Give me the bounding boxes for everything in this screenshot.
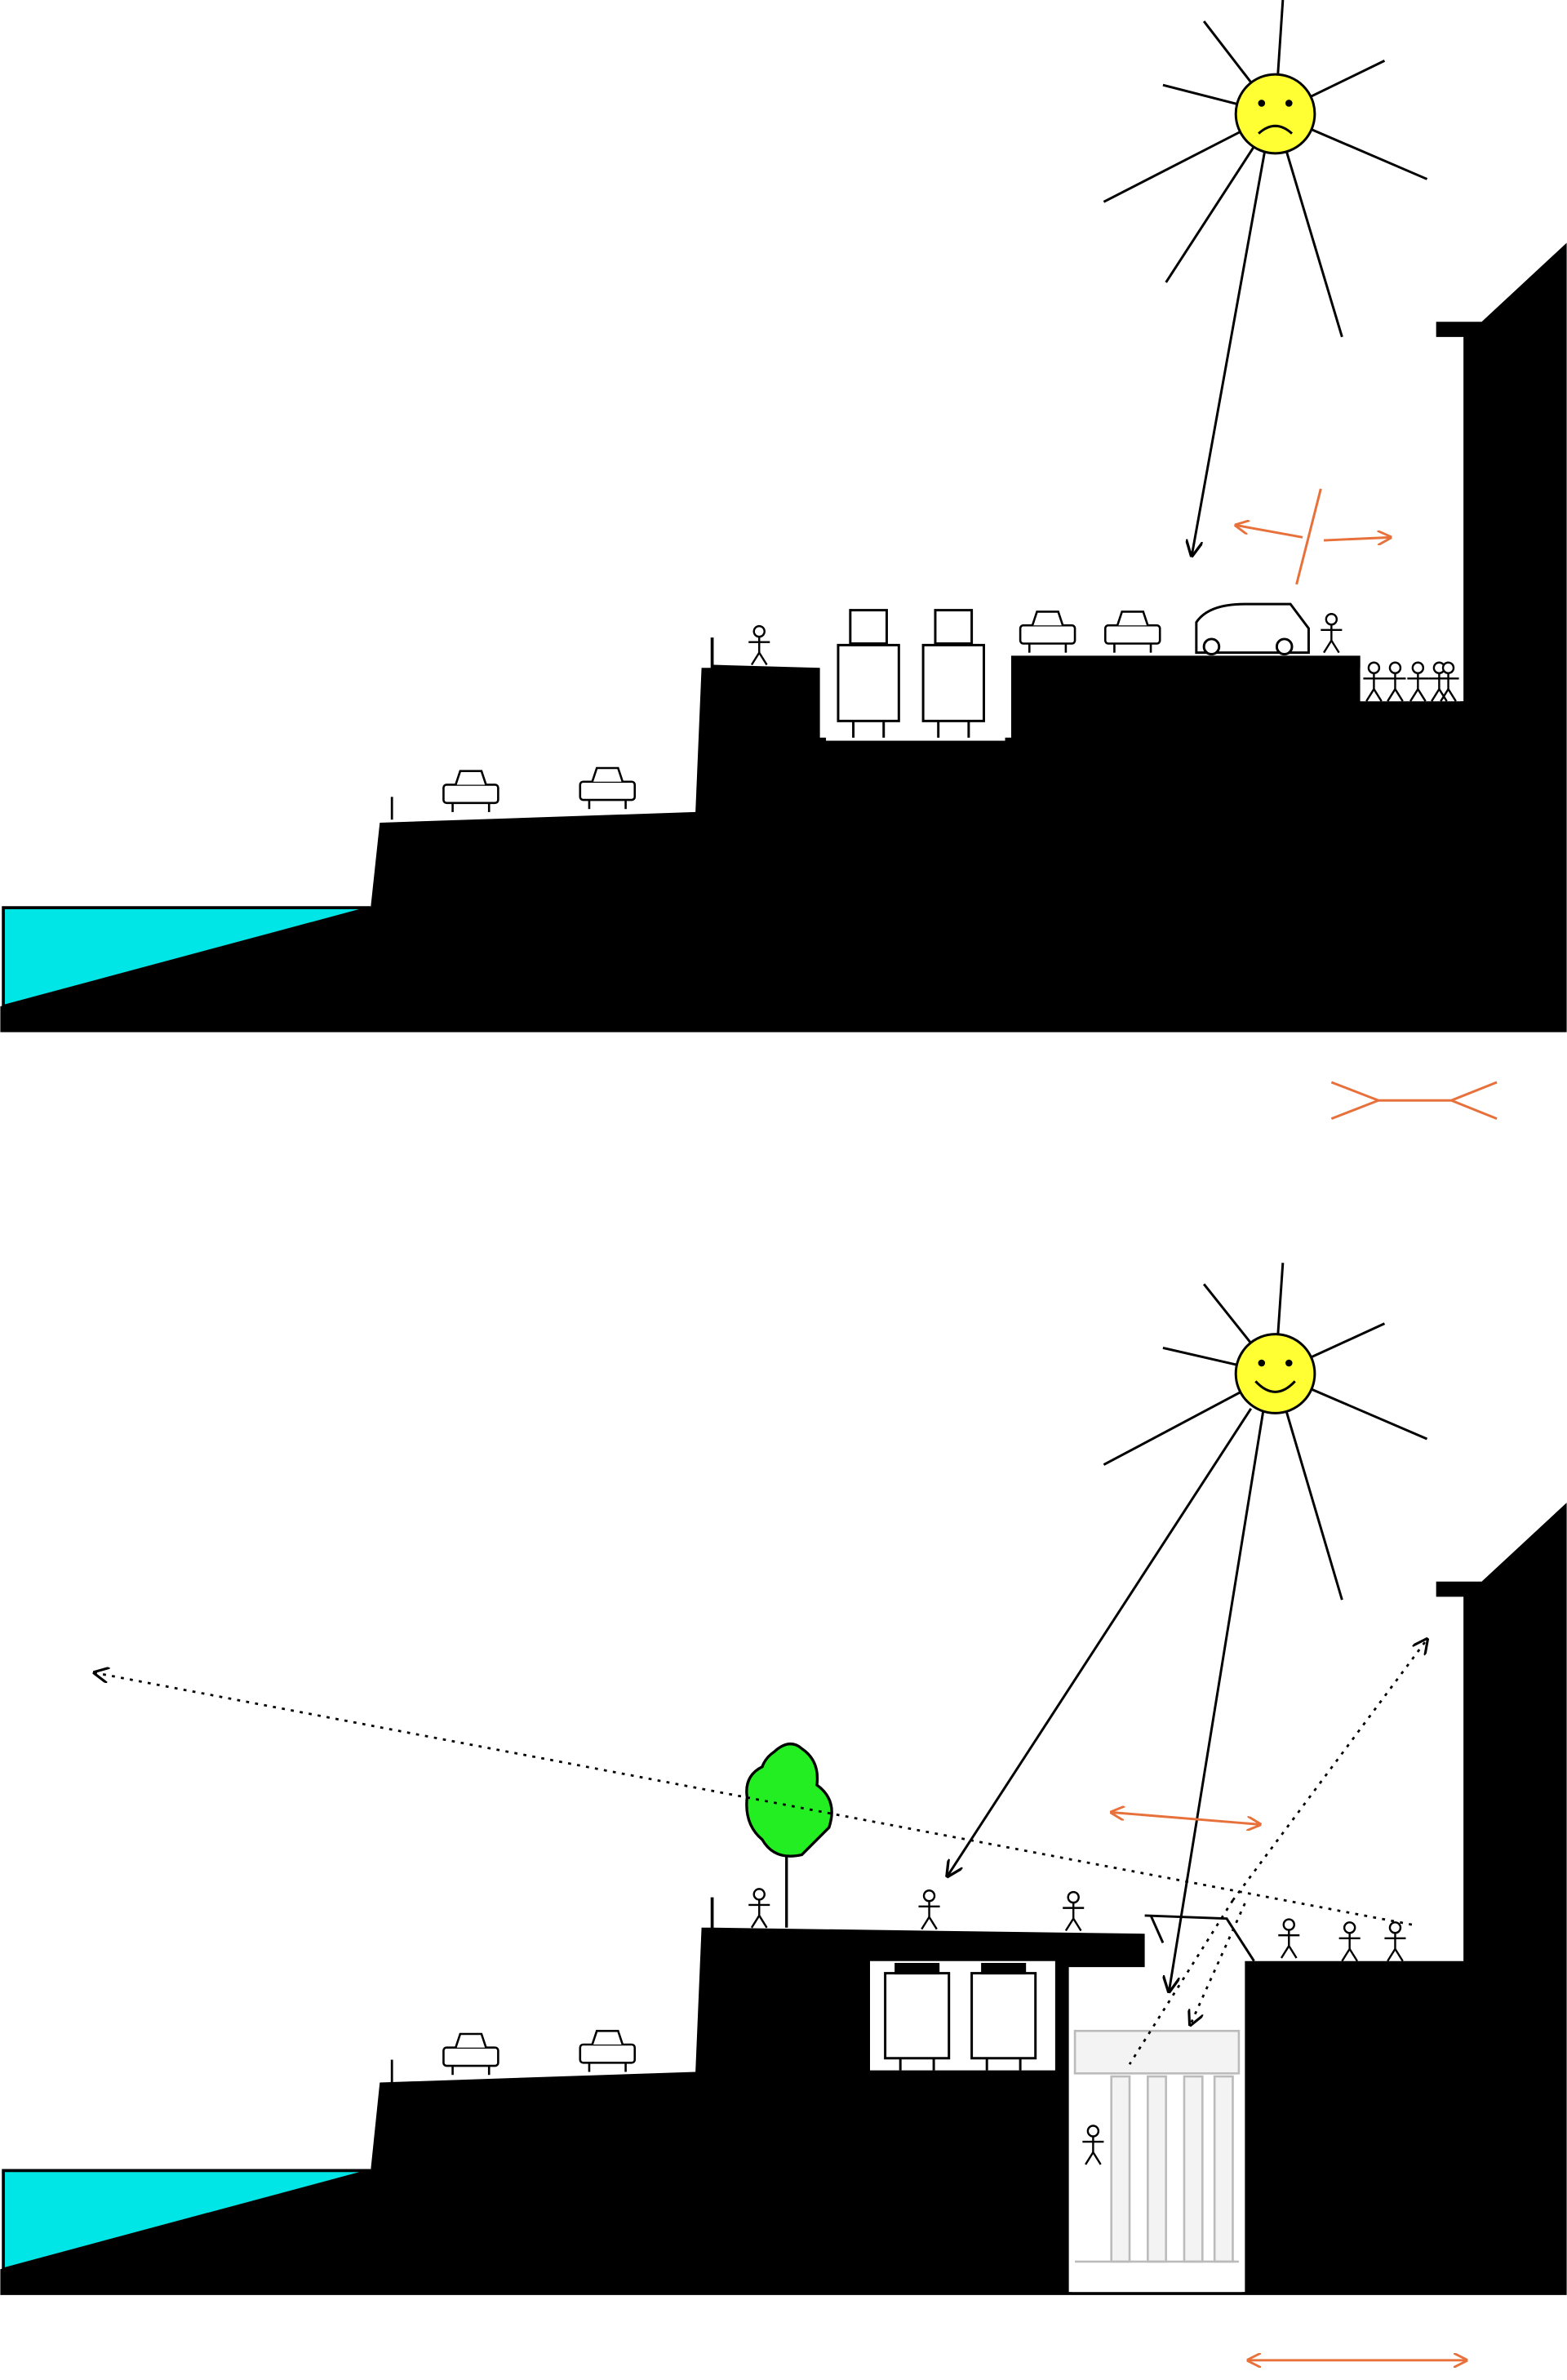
car [1019,611,1076,654]
crowd [1360,661,1461,703]
sunlight-arrow [1192,151,1266,556]
pedestrian [1383,1921,1407,1962]
sun-happy-icon [1103,1263,1428,1601]
pedestrian [1320,613,1343,654]
car [579,2029,637,2073]
car [579,766,637,810]
sunlight-arrow [948,1407,1253,1876]
car [442,2032,499,2076]
pedestrian [748,1888,771,1929]
panel-before [0,0,1567,1120]
sunlight-arrow [1169,1411,1265,1991]
pedestrian [1277,1918,1301,1960]
pedestrian [1338,1921,1361,1962]
sun-sad-icon [1103,0,1428,338]
panel-after [0,1263,1567,2360]
ground-section [0,1503,1567,2295]
ground-section [0,242,1567,1032]
escalator-well [1072,1914,1255,2293]
narrow-width-marker [1330,1081,1498,1120]
pedestrian [748,624,771,666]
view-lines [95,1639,1427,2065]
van [1195,602,1310,656]
train-covered [884,1962,1037,2071]
train-before [837,609,985,738]
pedestrian [917,1889,941,1930]
pedestrian [1061,1890,1085,1932]
car [1103,611,1161,654]
car [442,770,499,814]
tree-icon [745,1743,833,1928]
wide-space-indicator [1112,1812,1260,1824]
narrow-space-indicator [1236,488,1391,585]
